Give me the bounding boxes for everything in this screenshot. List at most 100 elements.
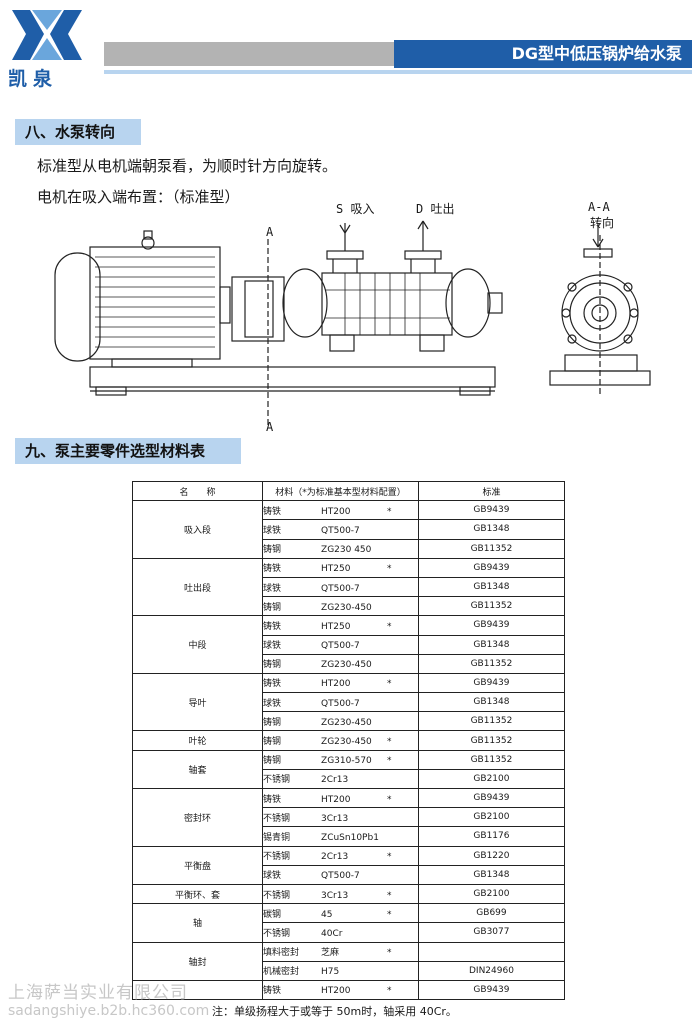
material-type: 不锈钢: [263, 890, 291, 901]
standard-config-mark: *: [387, 948, 392, 959]
material-grade: ZG230-450: [321, 660, 372, 671]
standard-cell: GB9439: [417, 615, 566, 636]
part-name: 导叶: [131, 672, 264, 732]
standard-config-mark: *: [387, 794, 392, 805]
material-type: 铸铁: [263, 621, 282, 632]
material-type: 铸钢: [263, 737, 282, 748]
section-8-title: 八、水泵转向: [15, 119, 141, 145]
standard-cell: GB3077: [417, 922, 566, 943]
material-cell: 填料密封 芝麻 *: [262, 941, 419, 962]
watermark-company: 上海萨当实业有限公司: [8, 983, 188, 1003]
material-type: 球铁: [263, 871, 282, 882]
motor-arrangement-label: 电机在吸入端布置：（标准型）: [37, 188, 240, 206]
header-standard: 标准: [417, 480, 566, 502]
material-type: 铸钢: [263, 660, 282, 671]
material-cell: 机械密封 H75: [262, 960, 419, 981]
material-grade: HT250: [321, 621, 351, 632]
standard-cell: DIN24960: [417, 960, 566, 981]
material-grade: ZCuSn10Pb1: [321, 832, 379, 843]
section-aa-label: A-A: [588, 200, 610, 214]
material-grade: 2Cr13: [321, 775, 349, 786]
header-blue-bar: [394, 40, 692, 68]
standard-cell: GB1348: [417, 692, 566, 713]
standard-cell: GB9439: [417, 979, 566, 1001]
material-grade: QT500-7: [321, 641, 360, 652]
standard-cell: GB11352: [417, 711, 566, 732]
discharge-label: D 吐出: [416, 202, 455, 216]
standard-cell: GB1220: [417, 845, 566, 866]
standard-cell: GB1348: [417, 576, 566, 598]
standard-cell: GB11352: [417, 653, 566, 674]
material-type: 填料密封: [263, 948, 300, 959]
standard-cell: GB11352: [417, 749, 566, 770]
standard-cell: GB11352: [417, 596, 566, 617]
material-type: 不锈钢: [263, 775, 291, 786]
table-row: 轴封填料密封 芝麻 *: [131, 941, 566, 981]
material-grade: 芝麻: [321, 948, 340, 959]
standard-cell: GB1348: [417, 864, 566, 885]
standard-config-mark: *: [387, 986, 392, 997]
material-grade: 40Cr: [321, 928, 343, 939]
rotation-description: 标准型从电机端朝泵看，为顺时针方向旋转。: [37, 157, 338, 175]
part-name: 平衡盘: [131, 845, 264, 885]
material-grade: ZG230-450: [321, 737, 372, 748]
part-name: 中段: [131, 615, 264, 674]
material-grade: H75: [321, 967, 340, 978]
standard-cell: GB9439: [417, 672, 566, 694]
watermark-url: sadangshiye.b2b.hc360.com: [8, 1003, 210, 1019]
material-type: 铸钢: [263, 602, 282, 613]
standard-cell: GB2100: [417, 807, 566, 828]
standard-config-mark: *: [387, 506, 392, 517]
standard-config-mark: *: [387, 890, 392, 901]
material-type: 铸铁: [263, 986, 282, 997]
part-name: 叶轮: [131, 730, 264, 751]
material-grade: HT200: [321, 794, 351, 805]
part-name: 轴封: [131, 941, 264, 981]
standard-cell: [417, 941, 566, 962]
material-grade: HT200: [321, 506, 351, 517]
material-type: 不锈钢: [263, 813, 291, 824]
kaiquan-logo-icon: [12, 10, 82, 60]
section-9-title: 九、泵主要零件选型材料表: [15, 438, 241, 464]
part-name: 平衡环、套: [131, 883, 264, 905]
material-grade: ZG230 450: [321, 545, 372, 556]
material-grade: 45: [321, 909, 333, 920]
part-name: [131, 979, 264, 1001]
table-header-row: 名 称 材料（*为标准基本型材料配置） 标准: [131, 480, 566, 502]
page-title: DG型中低压锅炉给水泵: [511, 44, 682, 63]
standard-cell: GB699: [417, 903, 566, 924]
standard-cell: GB9439: [417, 557, 566, 578]
header-gray-bar: [104, 42, 394, 66]
standard-cell: GB9439: [417, 500, 566, 521]
material-type: 机械密封: [263, 967, 300, 978]
standard-cell: GB11352: [417, 538, 566, 559]
material-type: 铸钢: [263, 717, 282, 728]
standard-config-mark: *: [387, 564, 392, 575]
part-name: 轴套: [131, 749, 264, 790]
